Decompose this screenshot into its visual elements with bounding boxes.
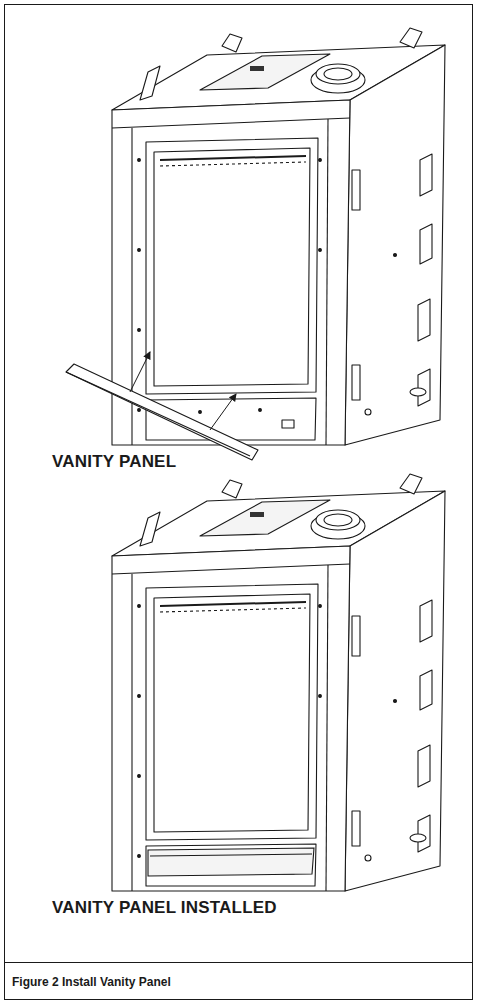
figure-caption: Figure 2 Install Vanity Panel <box>12 975 171 989</box>
part-label: VANITY PANEL <box>52 452 176 472</box>
part-label: VANITY PANEL INSTALLED <box>52 898 277 918</box>
